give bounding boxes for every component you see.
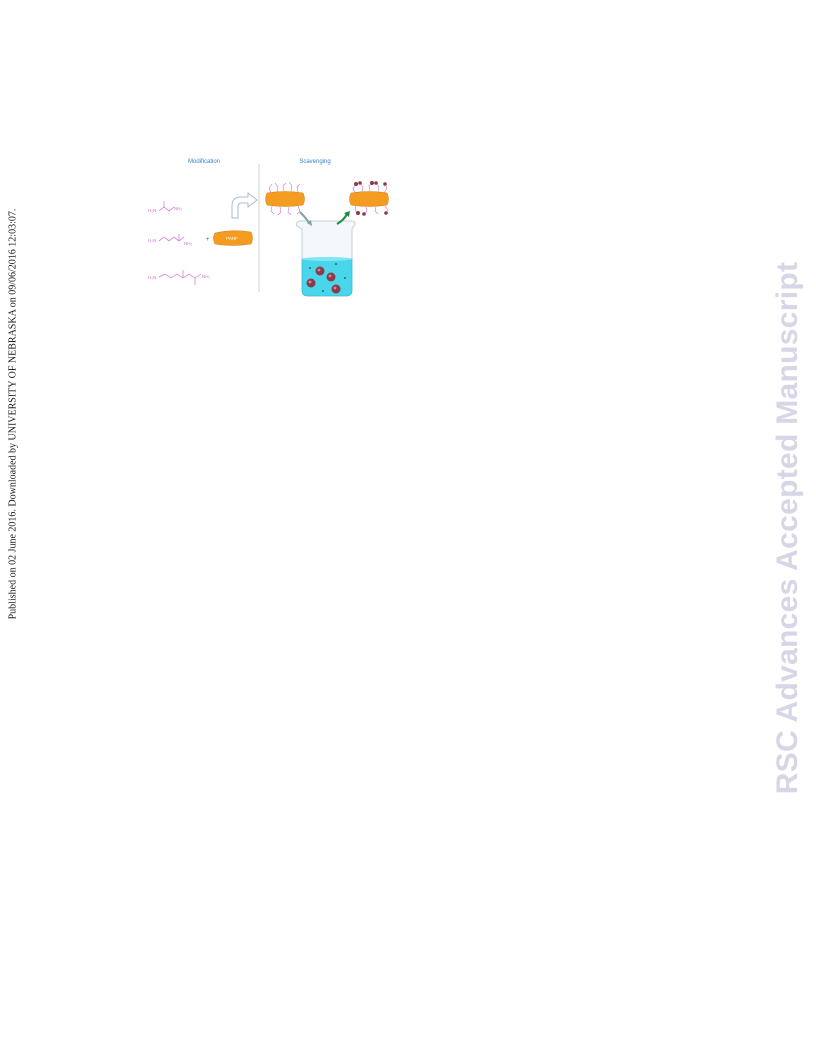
process-arrow <box>231 191 258 219</box>
withdraw-arrow-head <box>344 211 350 217</box>
fiber-bar <box>213 230 253 246</box>
scavenging-heading: Scavenging <box>299 159 330 165</box>
molecule-2-right-group: NH₂ <box>184 241 192 246</box>
beaker <box>295 220 356 297</box>
withdraw-arrow <box>336 213 348 225</box>
molecule-1 <box>158 201 175 212</box>
dip-arrow-head <box>307 220 312 226</box>
plus-sign: + <box>206 237 210 243</box>
molecule-1-left-group: H₂N <box>148 208 156 213</box>
modification-heading: Modification <box>188 159 220 165</box>
water-particles <box>306 263 346 294</box>
watermark-text: RSC Advances Accepted Manuscript <box>771 261 804 795</box>
molecule-3-left-group: H₂N <box>148 275 156 280</box>
figure-svg: Modification Scavenging H₂N NH₂ H₂N NH₂ … <box>148 159 389 297</box>
download-notice-text: Published on 02 June 2016. Downloaded by… <box>7 208 19 620</box>
graphical-abstract-figure: Modification Scavenging H₂N NH₂ H₂N NH₂ … <box>140 150 400 300</box>
molecule-2-left-group: H₂N <box>148 238 156 243</box>
water-surface <box>302 257 352 261</box>
modified-fiber <box>265 191 305 207</box>
loaded-fiber <box>349 191 389 207</box>
molecule-3 <box>158 270 202 285</box>
modified-fiber-chains <box>268 181 301 216</box>
bound-particles <box>354 181 388 216</box>
fiber-bar-label: PANF <box>226 236 238 241</box>
molecule-3-right-group: NH₂ <box>202 274 210 279</box>
molecule-1-right-group: NH₂ <box>174 206 182 211</box>
molecule-2 <box>158 234 185 242</box>
